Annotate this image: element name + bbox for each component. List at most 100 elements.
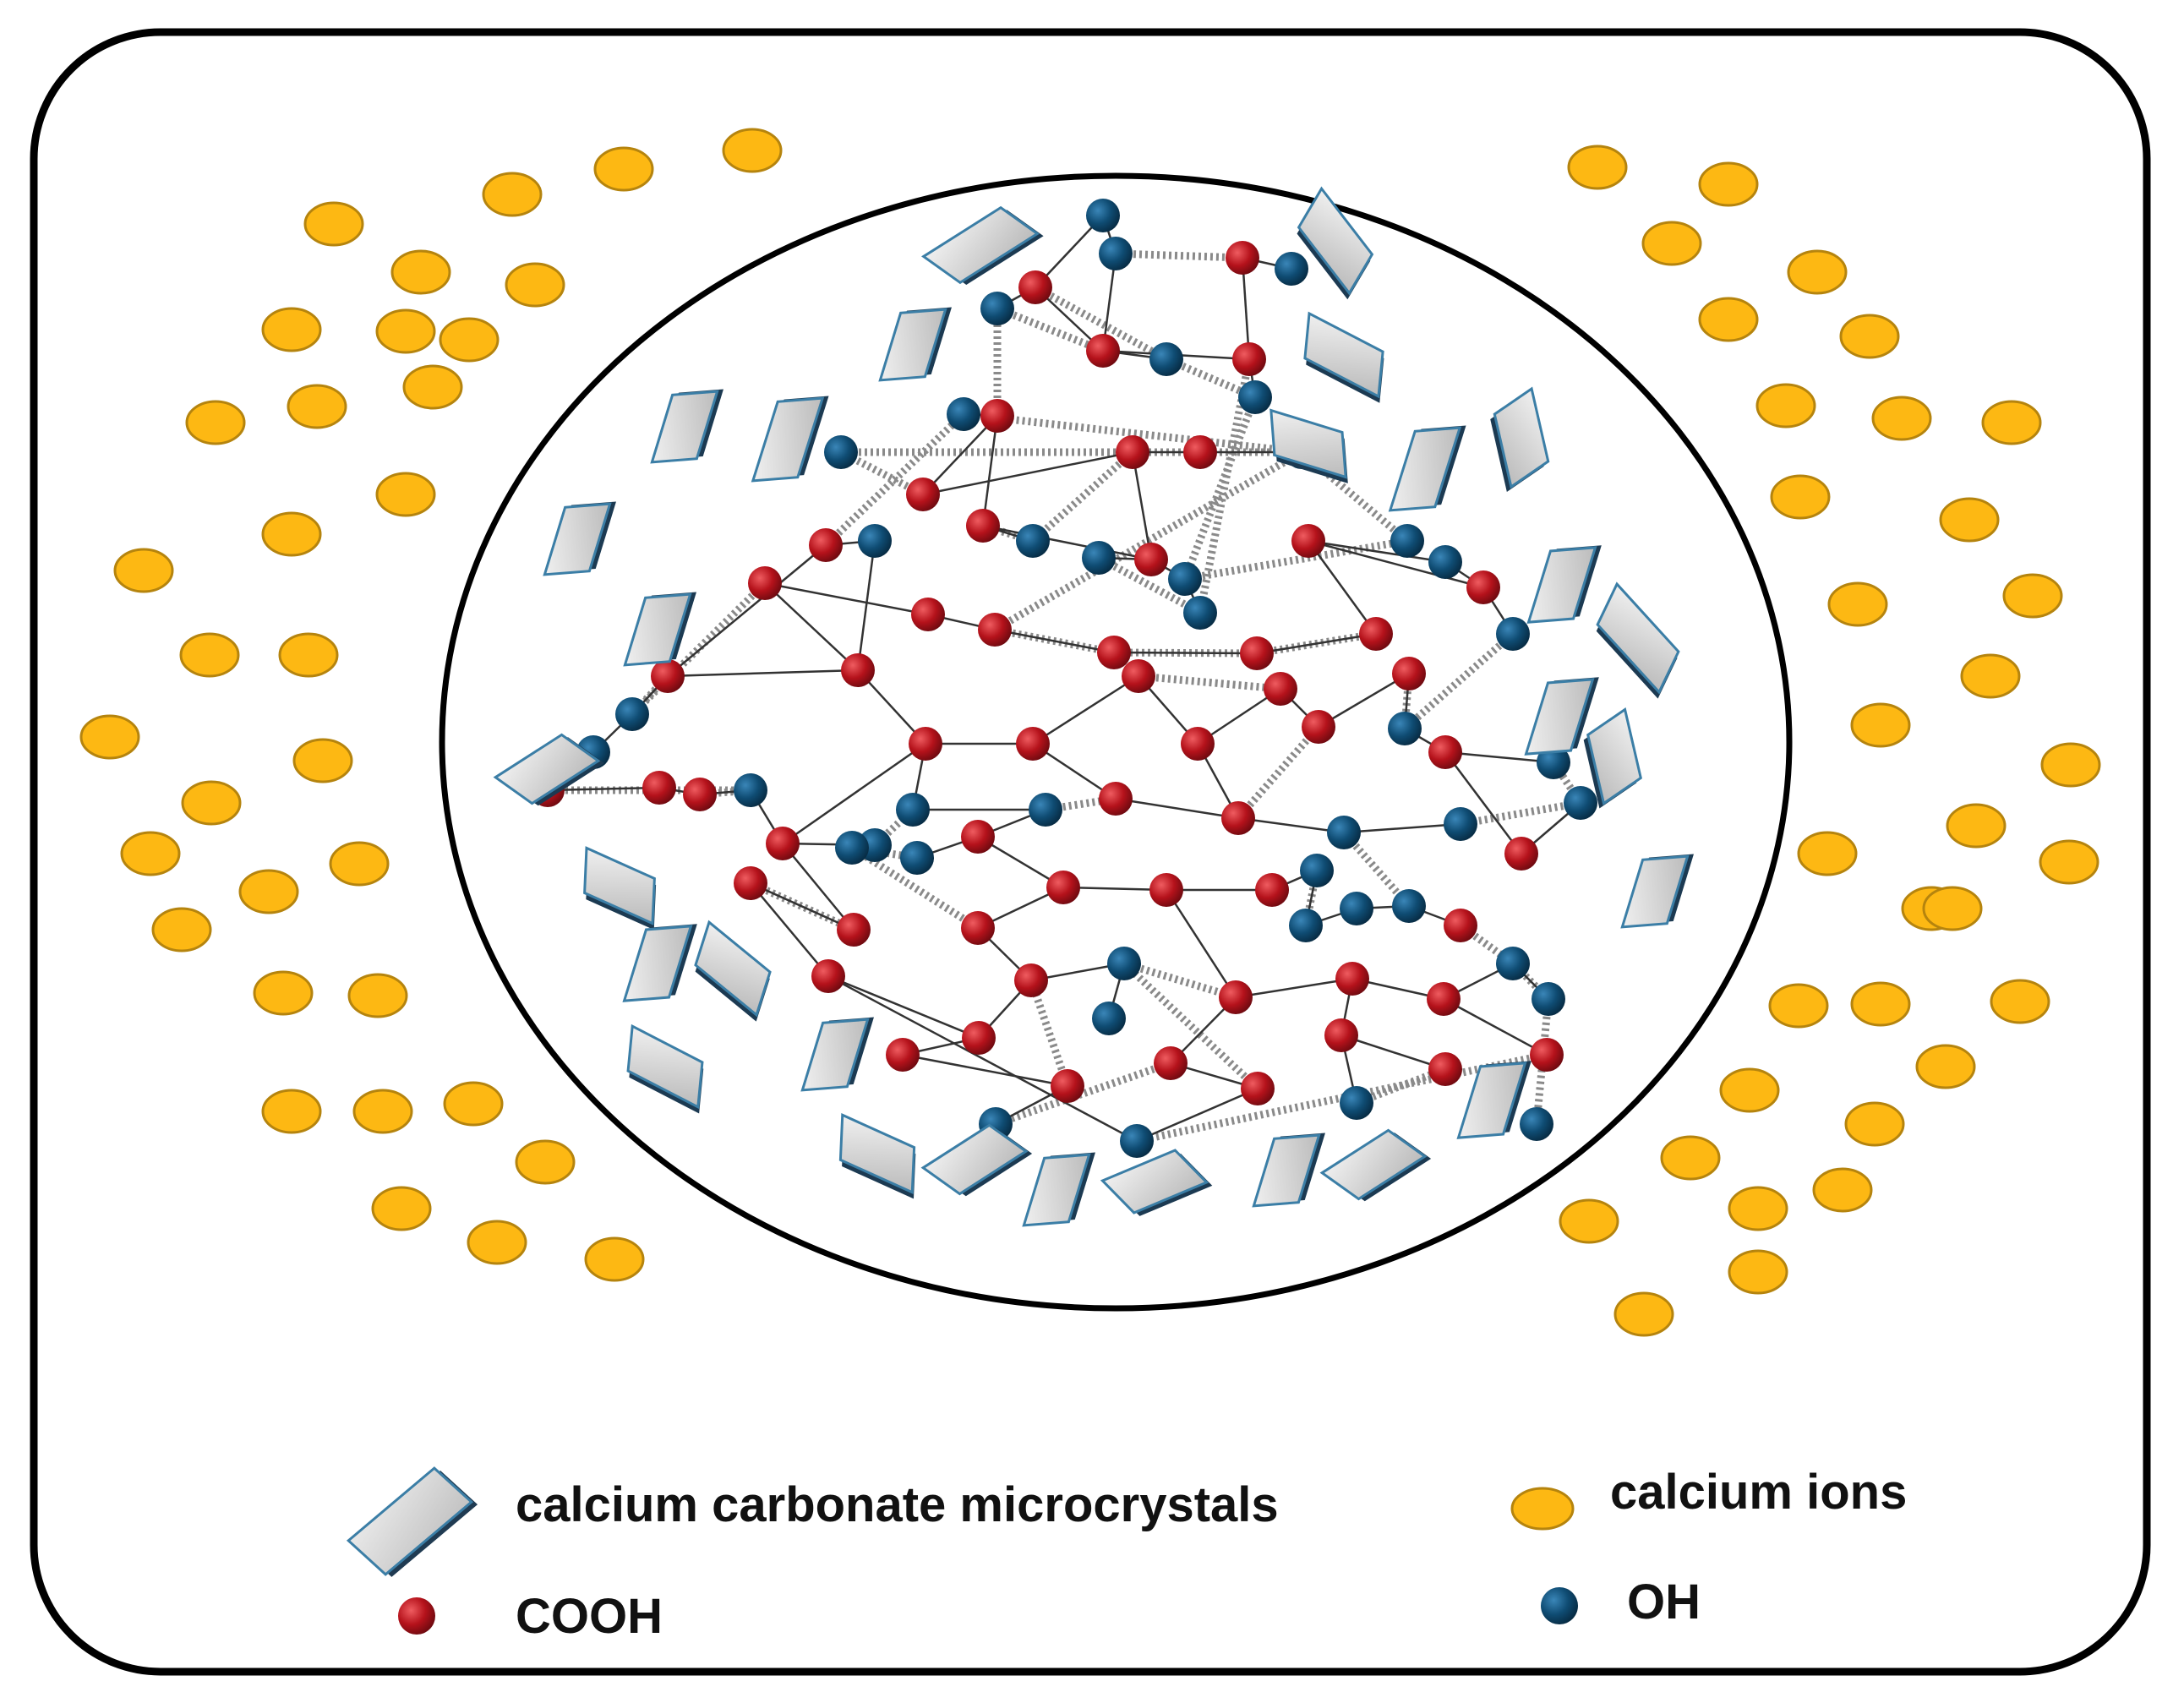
covalent-bond: [764, 582, 859, 671]
legend-oh-icon: [1541, 1587, 1578, 1624]
calcium-ion-icon: [515, 1139, 576, 1185]
cooh-node-icon: [961, 911, 995, 945]
covalent-bond: [1113, 651, 1258, 655]
calcium-ion-icon: [1797, 831, 1858, 876]
oh-node-icon: [858, 524, 892, 558]
cooh-node-icon: [1335, 962, 1369, 996]
crystal-plate-icon: [650, 389, 723, 464]
calcium-ion-icon: [238, 869, 299, 914]
crystal-plate-icon: [1388, 425, 1466, 512]
covalent-bond: [1115, 797, 1239, 820]
covalent-bond: [764, 581, 929, 616]
oh-node-icon: [947, 397, 980, 431]
covalent-bond: [1318, 672, 1410, 729]
hydrogen-bond: [1030, 449, 1135, 544]
cooh-node-icon: [1359, 617, 1393, 651]
cooh-node-icon: [1183, 435, 1217, 469]
cooh-node-icon: [1051, 1069, 1084, 1103]
calcium-ion-icon: [1812, 1167, 1873, 1213]
calcium-ion-icon: [287, 384, 347, 429]
calcium-ion-icon: [1827, 581, 1888, 627]
oh-node-icon: [980, 292, 1014, 325]
cooh-node-icon: [1392, 657, 1426, 690]
covalent-bond: [667, 669, 859, 678]
calcium-ion-icon: [467, 1220, 527, 1265]
calcium-ion-icon: [79, 714, 140, 760]
oh-node-icon: [1183, 596, 1217, 630]
oh-node-icon: [1388, 712, 1422, 745]
hydrogen-bond: [1122, 959, 1237, 1002]
cooh-node-icon: [766, 827, 800, 860]
cooh-node-icon: [683, 778, 717, 811]
oh-node-icon: [1149, 342, 1183, 376]
crystal-plate-icon: [493, 733, 605, 806]
crystal-plate-icon: [1620, 854, 1694, 929]
cooh-node-icon: [1097, 636, 1131, 669]
calcium-ion-icon: [1728, 1186, 1788, 1231]
calcium-ion-icon: [261, 1089, 322, 1134]
covalent-bond: [981, 415, 999, 527]
covalent-bond: [1256, 632, 1377, 655]
crystal-plate-icon: [623, 592, 696, 667]
cooh-node-icon: [1291, 524, 1325, 558]
oh-node-icon: [1092, 1002, 1126, 1035]
calcium-ion-icon: [1922, 886, 1983, 931]
oh-node-icon: [1340, 892, 1373, 925]
covalent-bond: [982, 524, 1152, 561]
covalent-bond: [994, 628, 1115, 654]
calcium-ion-icon: [352, 1089, 413, 1134]
cooh-node-icon: [1428, 735, 1462, 769]
oh-node-icon: [1444, 807, 1477, 841]
cooh-node-icon: [841, 653, 875, 687]
hydrogen-bond: [1121, 960, 1261, 1092]
crystal-plate-icon: [626, 1023, 704, 1114]
crystal-plate-icon: [1022, 1152, 1095, 1227]
covalent-bond: [1307, 540, 1378, 635]
calcium-ion-icon: [439, 317, 500, 363]
calcium-ion-icon: [1719, 1067, 1780, 1113]
cooh-node-icon: [1302, 710, 1335, 744]
crystal-plate-icon: [1524, 677, 1599, 756]
oh-node-icon: [1099, 237, 1133, 270]
cooh-node-icon: [748, 566, 782, 600]
calcium-ion-icon: [375, 308, 436, 354]
oh-node-icon: [1520, 1107, 1553, 1141]
crystal-plate-icon: [1456, 1061, 1532, 1139]
oh-node-icon: [1082, 541, 1116, 575]
legend-ion-icon: [1510, 1487, 1575, 1531]
covalent-bond: [827, 974, 980, 1040]
crystal-plate-icon: [1319, 1128, 1432, 1202]
cooh-node-icon: [1232, 342, 1266, 376]
covalent-bond: [1136, 1087, 1259, 1143]
cooh-node-icon: [1219, 980, 1253, 1014]
oh-node-icon: [615, 697, 649, 731]
hydrogen-bond: [1096, 554, 1203, 616]
cooh-node-icon: [1428, 1052, 1462, 1086]
covalent-bond: [1308, 539, 1446, 564]
calcium-ion-icon: [390, 249, 451, 295]
hydrogen-bond: [1235, 724, 1322, 821]
calcium-ion-icon: [2039, 839, 2099, 885]
calcium-ion-icon: [120, 831, 181, 876]
calcium-ion-icon: [593, 146, 654, 192]
crystal-plate-icon: [543, 501, 616, 576]
oh-node-icon: [1537, 745, 1570, 779]
calcium-ion-icon: [278, 632, 339, 678]
crystal-plate-icon: [1297, 186, 1374, 300]
cooh-node-icon: [1255, 873, 1289, 907]
hydrogen-bond: [1027, 979, 1072, 1088]
covalent-bond: [1241, 257, 1251, 360]
calcium-ion-icon: [1787, 249, 1848, 295]
calcium-ion-icon: [482, 172, 543, 217]
crystals-group: [493, 186, 1694, 1227]
calcium-ion-icon: [1960, 653, 2021, 699]
hydrogen-bond: [1340, 830, 1412, 909]
cooh-node-icon: [1122, 659, 1155, 693]
crystal-plate-icon: [622, 924, 697, 1002]
cooh-node-icon: [1149, 873, 1183, 907]
oh-node-icon: [835, 831, 869, 865]
calcium-ion-icon: [1755, 383, 1816, 428]
cooh-node-icon: [1241, 1072, 1275, 1105]
calcium-ion-icon: [1850, 981, 1911, 1027]
cooh-node-icon: [809, 528, 843, 562]
